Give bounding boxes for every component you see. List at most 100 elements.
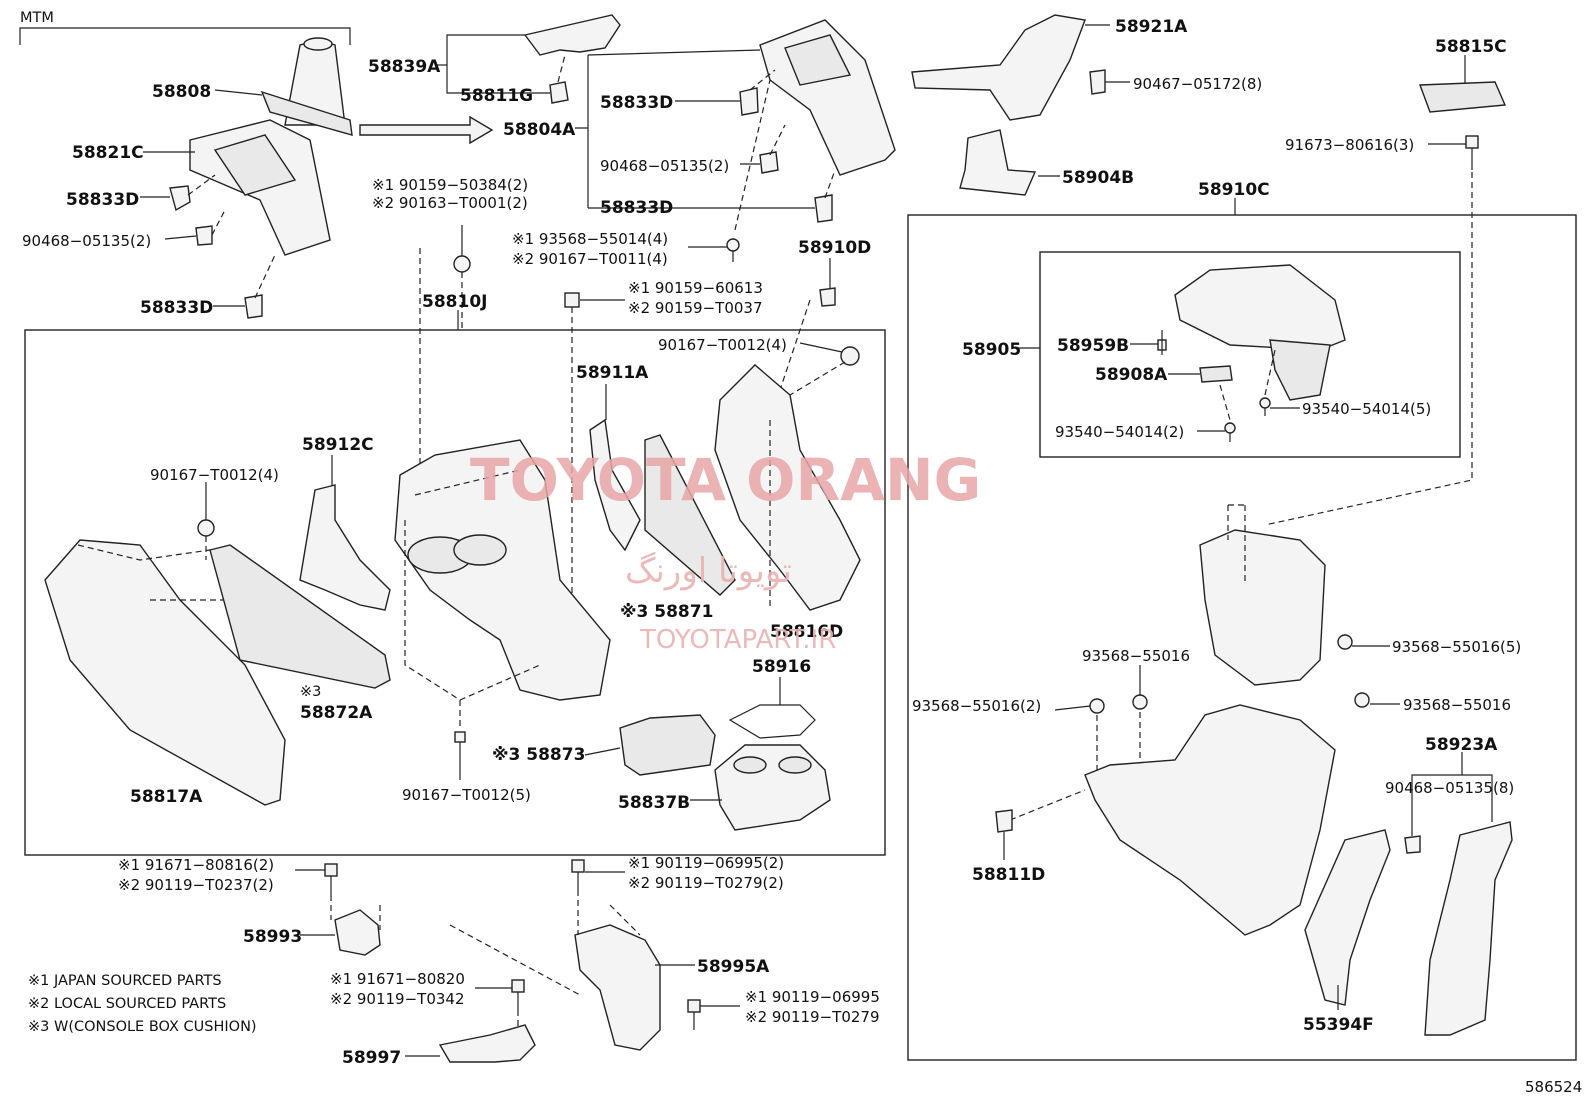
screw-90167-T0012-bottom[interactable] xyxy=(454,731,466,760)
note-local-sourced: ※2 LOCAL SOURCED PARTS xyxy=(28,996,226,1012)
clip-58833D-left[interactable] xyxy=(169,185,191,212)
gasket-58916[interactable] xyxy=(728,704,816,739)
bracket-58997[interactable] xyxy=(438,1024,536,1063)
bracket-58921A[interactable] xyxy=(911,14,1086,121)
clip-90467-05172[interactable] xyxy=(1089,69,1106,95)
bracket-58993[interactable] xyxy=(334,909,381,956)
label-s2-90119-T0279-2: ※2 90119−T0279(2) xyxy=(628,874,784,892)
hinge-58908A[interactable] xyxy=(1199,365,1233,383)
label-s1-91671-80820: ※1 91671−80820 xyxy=(330,970,465,988)
label-93568-55016-5: 93568−55016(5) xyxy=(1392,638,1521,656)
label-58995A: 58995A xyxy=(697,957,770,977)
cushion-58815C[interactable] xyxy=(1419,81,1507,113)
label-90467-05172: 90467−05172(8) xyxy=(1133,75,1262,93)
side-panel-55394F[interactable] xyxy=(1304,829,1391,1006)
label-58910D: 58910D xyxy=(798,238,871,258)
screw-93568-55014[interactable] xyxy=(726,238,740,262)
label-58815C: 58815C xyxy=(1435,37,1507,57)
screw-93568-55016-b[interactable] xyxy=(1354,692,1370,708)
label-58910C: 58910C xyxy=(1198,180,1270,200)
bolt-91671-80816[interactable] xyxy=(324,863,338,895)
label-90468-05135-8: 90468−05135(8) xyxy=(1385,779,1514,797)
bracket-58912C[interactable] xyxy=(299,484,391,611)
bolt-90119-06995[interactable] xyxy=(687,999,701,1030)
label-55394F: 55394F xyxy=(1303,1015,1374,1035)
label-58904B: 58904B xyxy=(1062,168,1134,188)
label-58871: ※3 58871 xyxy=(620,602,713,622)
center-console-group-frame xyxy=(24,329,886,856)
bracket-58839A[interactable] xyxy=(523,14,621,56)
clip-58833D-upper[interactable] xyxy=(739,87,759,116)
cushion-58872A[interactable] xyxy=(209,544,391,689)
bolt-91671-80820[interactable] xyxy=(511,979,525,1010)
pin-58959B[interactable] xyxy=(1157,330,1167,355)
label-90167-T0012-4a: 90167−T0012(4) xyxy=(658,336,787,354)
clip-90468-05135-upper[interactable] xyxy=(759,151,779,174)
label-s2-90167-T0011: ※2 90167−T0011(4) xyxy=(512,250,668,268)
side-panel-58816D[interactable] xyxy=(714,364,861,611)
label-58872A: 58872A xyxy=(300,703,373,723)
label-58811D: 58811D xyxy=(972,865,1045,885)
label-58833D-a: 58833D xyxy=(66,190,139,210)
screw-91673-80616[interactable] xyxy=(1465,135,1479,170)
screw-93540-54014-5[interactable] xyxy=(1259,397,1271,416)
screw-90167-T0012-upper[interactable] xyxy=(840,346,860,366)
screw-93568-55016-a[interactable] xyxy=(1132,694,1148,710)
clip-58811D[interactable] xyxy=(995,809,1013,833)
label-58923A: 58923A xyxy=(1425,735,1498,755)
label-93568-55016-b: 93568−55016 xyxy=(1403,696,1511,714)
label-58833D-c: 58833D xyxy=(600,93,673,113)
console-box-group-frame xyxy=(907,214,1577,1061)
label-s2-90119-T0237: ※2 90119−T0237(2) xyxy=(118,876,274,894)
cup-holder-mat-58873[interactable] xyxy=(619,714,716,776)
armrest-group-frame xyxy=(1039,251,1461,458)
label-58908A: 58908A xyxy=(1095,365,1168,385)
note-japan-sourced: ※1 JAPAN SOURCED PARTS xyxy=(28,973,222,989)
panel-58911A[interactable] xyxy=(589,418,641,552)
label-58837B: 58837B xyxy=(618,793,690,813)
cushion-58871[interactable] xyxy=(644,434,736,596)
label-93568-55016-a: 93568−55016 xyxy=(1082,647,1190,665)
label-58997: 58997 xyxy=(342,1048,401,1068)
clip-90468-05135-left[interactable] xyxy=(195,225,213,246)
cup-holder-58837B[interactable] xyxy=(714,744,831,831)
shift-lever-boot-58808[interactable] xyxy=(260,37,353,136)
label-58921A: 58921A xyxy=(1115,17,1188,37)
lower-console-58810J[interactable] xyxy=(394,439,611,701)
label-58833D-d: 58833D xyxy=(600,198,673,218)
label-58817A: 58817A xyxy=(130,787,203,807)
bracket-58995A[interactable] xyxy=(574,924,661,1051)
screw-90167-T0012-left[interactable] xyxy=(197,519,215,537)
clip-58833D-upper-lower[interactable] xyxy=(814,194,833,223)
screw-93540-54014-2[interactable] xyxy=(1224,422,1236,442)
console-box-body[interactable] xyxy=(1084,704,1336,936)
mtm-label: MTM xyxy=(20,10,54,26)
label-s2-90119-T0342: ※2 90119−T0342 xyxy=(330,990,465,1008)
side-panel-58817A[interactable] xyxy=(44,539,286,806)
label-58804A: 58804A xyxy=(503,120,576,140)
armrest-lid-58905[interactable] xyxy=(1174,264,1346,401)
screw-93568-55016-2[interactable] xyxy=(1089,698,1105,714)
console-box-inner[interactable] xyxy=(1199,529,1326,686)
label-58821C: 58821C xyxy=(72,143,144,163)
label-58816D: 58816D xyxy=(770,622,843,642)
clip-90468-05135-8[interactable] xyxy=(1404,835,1421,854)
upper-console-panel-58804A[interactable] xyxy=(759,19,896,176)
label-s2-90163-T0001: ※2 90163−T0001(2) xyxy=(372,194,528,212)
label-s1-91671-80816: ※1 91671−80816(2) xyxy=(118,856,274,874)
boot-58904B[interactable] xyxy=(959,129,1037,196)
clip-58811G[interactable] xyxy=(549,81,569,104)
label-90167-T0012-4b: 90167−T0012(4) xyxy=(150,466,279,484)
label-58911A: 58911A xyxy=(576,363,649,383)
label-58912C: 58912C xyxy=(302,435,374,455)
shift-lever-bezel-58821C[interactable] xyxy=(189,119,331,256)
watermark-main: TOYOTA ORANG xyxy=(470,446,981,514)
bolt-90119-06995-2[interactable] xyxy=(571,859,585,890)
side-panel-58923A[interactable] xyxy=(1424,821,1513,1036)
screw-93568-55016-5[interactable] xyxy=(1337,634,1353,650)
note-console-box-cushion: ※3 W(CONSOLE BOX CUSHION) xyxy=(28,1019,257,1035)
clip-58833D-lower[interactable] xyxy=(244,294,263,319)
label-58873: ※3 58873 xyxy=(492,745,585,765)
